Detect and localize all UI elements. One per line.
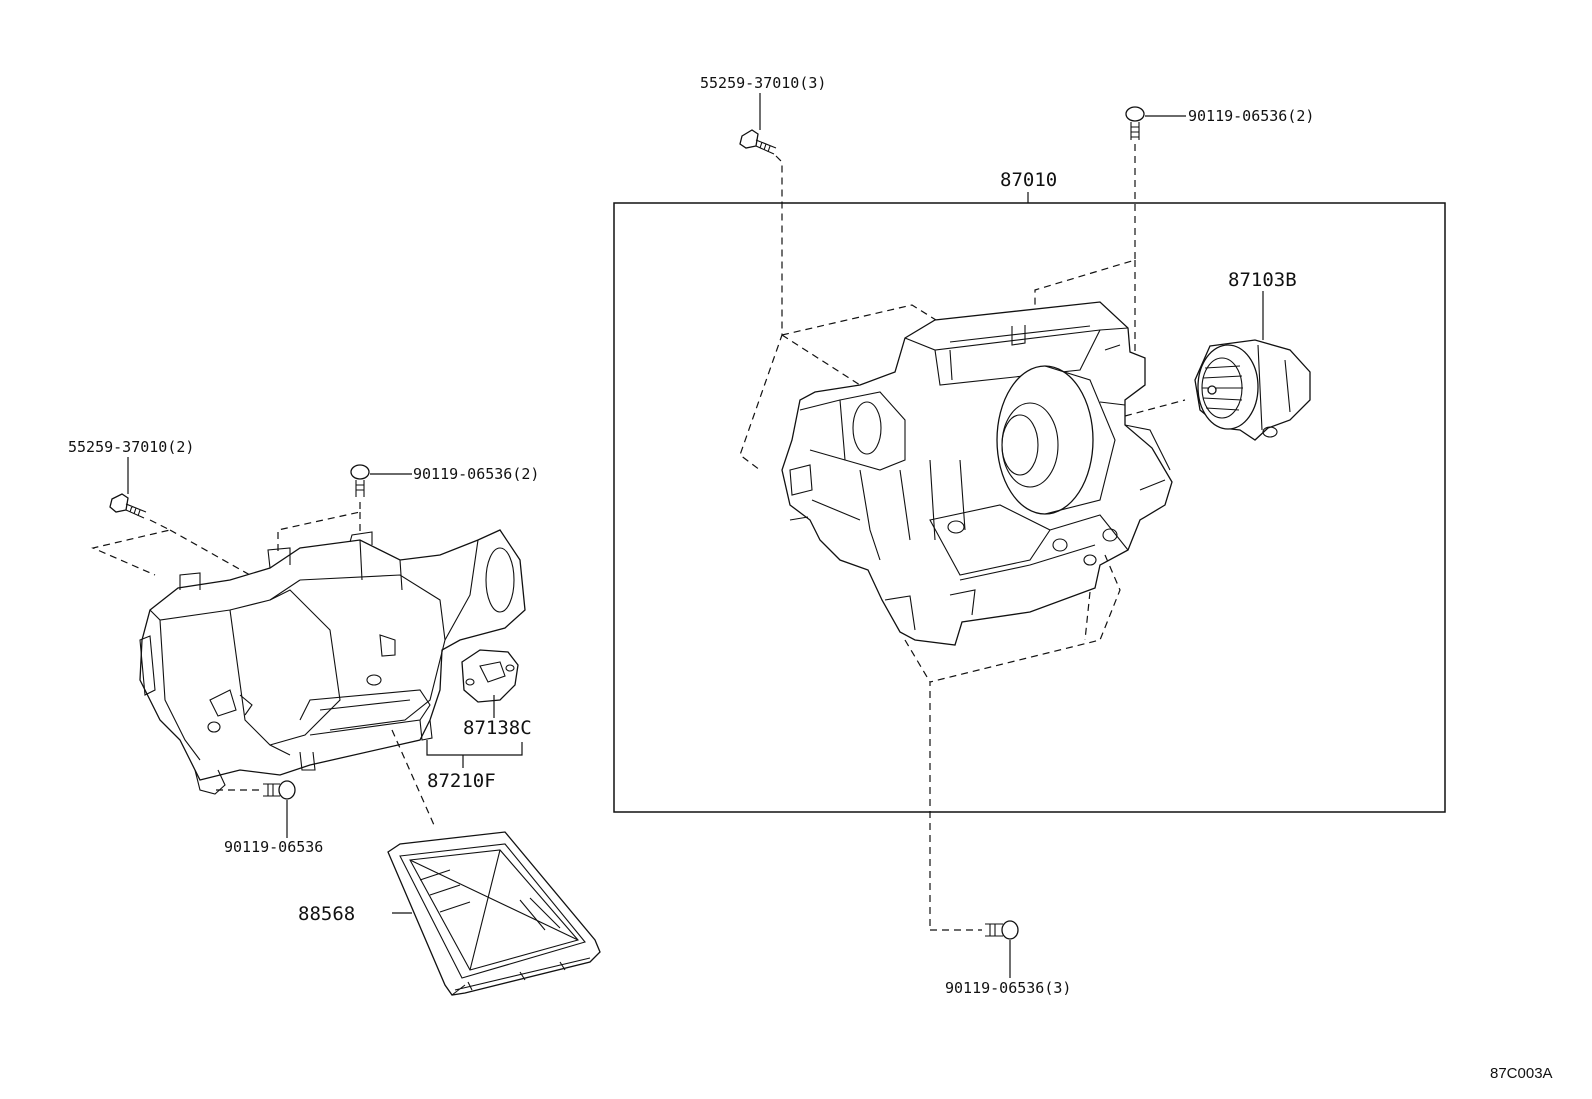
label-filter: 88568 bbox=[298, 903, 355, 925]
air-intake-case-icon bbox=[139, 529, 526, 795]
figure-code: 87C003A bbox=[1490, 1065, 1553, 1082]
resistor-icon bbox=[461, 649, 519, 703]
label-bolt-left: 55259-37010(2) bbox=[68, 438, 194, 456]
label-screw-bottom-left: 90119-06536 bbox=[224, 838, 323, 856]
blower-housing-icon bbox=[781, 301, 1173, 646]
blower-motor-icon bbox=[1194, 339, 1311, 441]
assembly-frame bbox=[613, 202, 1446, 813]
bolt-icon bbox=[109, 493, 147, 519]
label-blower-motor: 87103B bbox=[1228, 269, 1297, 291]
label-resistor: 87138C bbox=[463, 717, 532, 739]
label-case: 87210F bbox=[427, 770, 496, 792]
label-bolt-top-left: 55259-37010(3) bbox=[700, 74, 826, 92]
screw-icon bbox=[263, 780, 296, 800]
label-screw-top-right: 90119-06536(2) bbox=[1188, 107, 1314, 125]
cabin-filter-icon bbox=[387, 831, 601, 996]
bolt-icon bbox=[739, 93, 777, 155]
label-screw-left: 90119-06536(2) bbox=[413, 465, 539, 483]
label-assembly: 87010 bbox=[1000, 169, 1057, 191]
screw-icon bbox=[350, 464, 412, 497]
screw-icon bbox=[985, 920, 1019, 940]
screw-icon bbox=[1125, 106, 1186, 140]
label-screw-bottom: 90119-06536(3) bbox=[945, 979, 1071, 997]
